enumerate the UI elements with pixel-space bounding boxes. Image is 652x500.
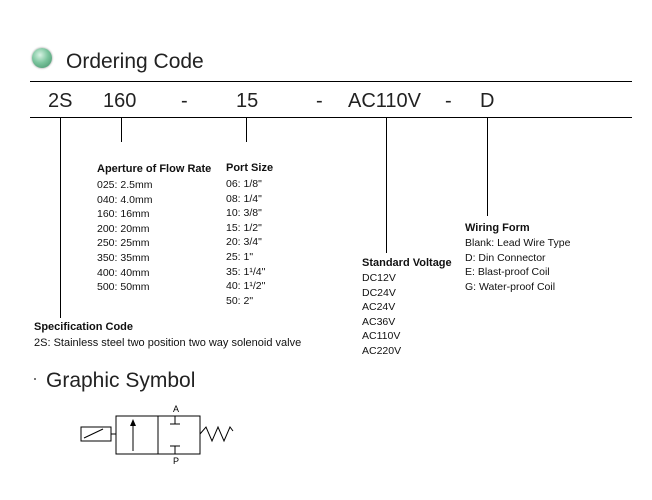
list-item: 25: 1" bbox=[226, 250, 254, 263]
aperture-list: 025: 2.5mm 040: 4.0mm 160: 16mm 200: 20m… bbox=[97, 178, 152, 295]
leader-port bbox=[246, 118, 247, 142]
list-item: 040: 4.0mm bbox=[97, 193, 153, 206]
list-item: 15: 1/2" bbox=[226, 221, 262, 234]
leader-aperture bbox=[121, 118, 122, 142]
code-separator: - bbox=[445, 90, 452, 112]
list-item: 025: 2.5mm bbox=[97, 179, 153, 191]
code-separator: - bbox=[181, 90, 188, 112]
page-title: Ordering Code bbox=[66, 50, 204, 73]
list-item: AC24V bbox=[362, 301, 396, 314]
leader-voltage bbox=[386, 118, 387, 253]
list-item: AC220V bbox=[362, 344, 402, 357]
list-item: 50: 2" bbox=[226, 294, 254, 307]
code-separator: - bbox=[316, 90, 323, 112]
list-item: DC12V bbox=[362, 272, 396, 284]
list-item: 08: 1/4" bbox=[226, 192, 262, 205]
code-wiring: D bbox=[480, 90, 495, 112]
port-a-label: A bbox=[173, 404, 179, 414]
coil-symbol bbox=[80, 426, 112, 442]
list-item: 400: 40mm bbox=[97, 266, 150, 279]
coil-slash bbox=[83, 428, 104, 439]
list-item: 350: 35mm bbox=[97, 251, 150, 264]
port-list: 06: 1/8" 08: 1/4" 10: 3/8" 15: 1/2" 20: … bbox=[226, 177, 265, 308]
wiring-list: Blank: Lead Wire Type D: Din Connector E… bbox=[465, 236, 570, 294]
list-item: 500: 50mm bbox=[97, 281, 150, 294]
spec-title: Specification Code bbox=[34, 321, 134, 333]
voltage-list: DC12V DC24V AC24V AC36V AC110V AC220V bbox=[362, 271, 401, 359]
aperture-title: Aperture of Flow Rate bbox=[97, 163, 212, 175]
code-port: 15 bbox=[236, 90, 259, 112]
symbol-bullet bbox=[34, 378, 36, 380]
list-item: G: Water-proof Coil bbox=[465, 280, 556, 293]
list-item: 35: 1¹/4" bbox=[226, 265, 266, 278]
port-p-label: P bbox=[173, 456, 179, 466]
list-item: 06: 1/8" bbox=[226, 178, 262, 190]
list-item: AC36V bbox=[362, 315, 396, 328]
leader-series bbox=[60, 118, 61, 318]
list-item: D: Din Connector bbox=[465, 251, 546, 264]
leader-wiring bbox=[487, 118, 488, 216]
list-item: DC24V bbox=[362, 286, 396, 299]
list-item: 200: 20mm bbox=[97, 222, 150, 235]
solenoid-valve-symbol: A P bbox=[80, 404, 234, 466]
voltage-title: Standard Voltage bbox=[362, 257, 452, 269]
list-item: AC110V bbox=[362, 330, 401, 343]
code-series: 2S bbox=[48, 90, 73, 112]
port-title: Port Size bbox=[226, 162, 274, 174]
wiring-title: Wiring Form bbox=[465, 222, 530, 234]
list-item: 250: 25mm bbox=[97, 237, 150, 250]
spring-symbol bbox=[199, 425, 234, 443]
list-item: Blank: Lead Wire Type bbox=[465, 237, 571, 249]
list-item: 40: 1¹/2" bbox=[226, 280, 266, 293]
list-item: 160: 16mm bbox=[97, 208, 150, 221]
title-rule bbox=[30, 81, 632, 82]
code-rule bbox=[30, 117, 632, 118]
symbol-title: Graphic Symbol bbox=[46, 369, 196, 392]
flow-arrow-head bbox=[130, 419, 136, 426]
list-item: E: Blast-proof Coil bbox=[465, 266, 550, 279]
spec-text: 2S: Stainless steel two position two way… bbox=[34, 337, 302, 349]
code-voltage: AC110V bbox=[348, 90, 422, 112]
code-aperture: 160 bbox=[103, 90, 137, 112]
list-item: 20: 3/4" bbox=[226, 236, 262, 249]
list-item: 10: 3/8" bbox=[226, 207, 262, 220]
heading-bullet bbox=[32, 48, 52, 68]
